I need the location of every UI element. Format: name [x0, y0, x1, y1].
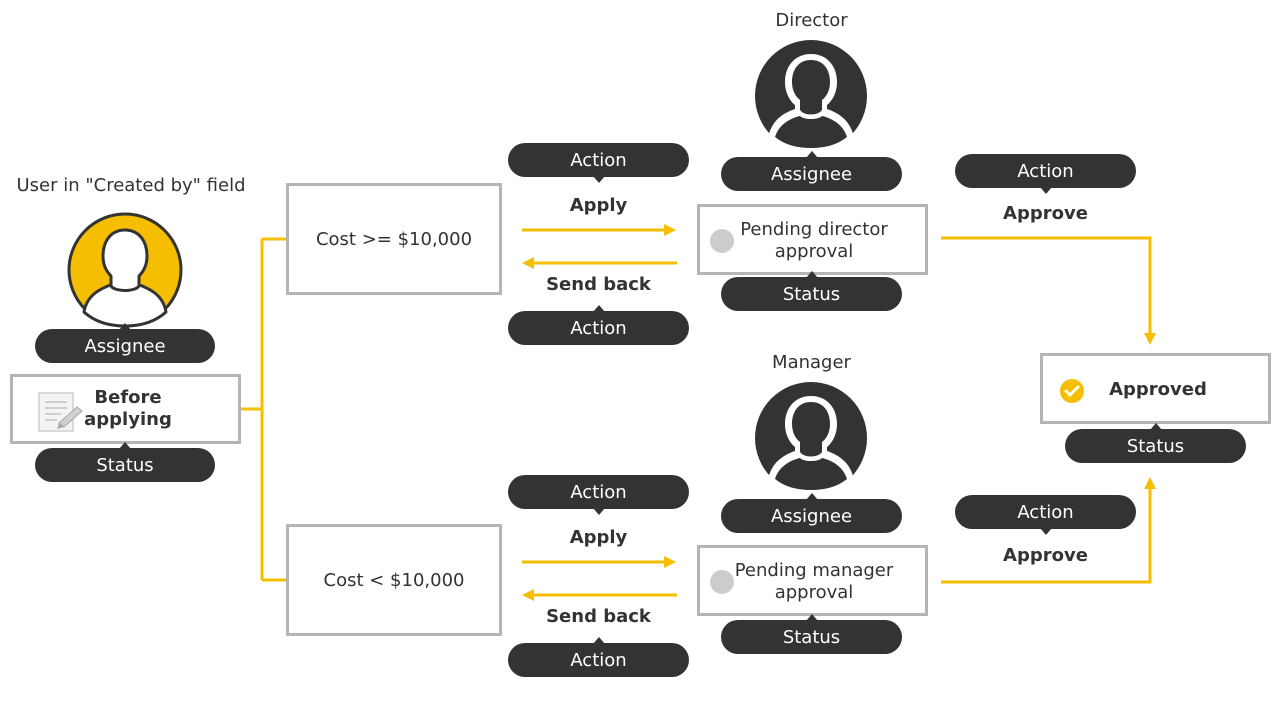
director-assignee-badge: Assignee: [721, 151, 902, 191]
director-role-caption: Director: [775, 10, 848, 31]
pending-status-dot: [710, 570, 734, 594]
director-apply-label: Apply: [569, 195, 628, 216]
director-send-back-label: Send back: [546, 274, 651, 295]
creator-assignee-badge: Assignee: [35, 323, 215, 363]
approve-connector-manager: [941, 488, 1152, 584]
branch-connector: [240, 237, 287, 582]
approve-connector-director: [941, 236, 1152, 334]
director-approve-action-badge: Action: [955, 154, 1136, 194]
manager-status-badge: Status: [721, 614, 902, 654]
check-circle-icon: [1060, 379, 1084, 403]
director-apply-action-badge: Action: [508, 143, 689, 183]
manager-apply-action-badge: Action: [508, 475, 689, 515]
manager-apply-label: Apply: [569, 527, 628, 548]
apply-arrowhead-director: [664, 224, 676, 236]
manager-send-back-label: Send back: [546, 606, 651, 627]
manager-approve-action-badge: Action: [955, 495, 1136, 535]
send-back-arrowhead-manager: [522, 589, 534, 601]
manager-role-caption: Manager: [772, 352, 851, 373]
condition-low-box: Cost < $10,000: [286, 524, 502, 636]
document-edit-icon: [38, 392, 83, 432]
manager-approve-label: Approve: [1003, 545, 1088, 566]
director-state-label: Pending director approval: [740, 219, 888, 262]
pending-status-dot: [710, 229, 734, 253]
creator-state-box: Before applying: [10, 374, 241, 444]
approve-arrowhead-manager: [1144, 477, 1156, 489]
creator-caption: User in "Created by" field: [16, 175, 246, 196]
director-send-back-action-badge: Action: [508, 305, 689, 345]
approved-status-badge: Status: [1065, 423, 1246, 463]
director-status-badge: Status: [721, 271, 902, 311]
approve-arrowhead-director: [1144, 333, 1156, 345]
apply-arrowhead-manager: [664, 556, 676, 568]
approved-state-box: Approved: [1040, 353, 1271, 424]
manager-state-label: Pending manager approval: [734, 560, 894, 603]
send-back-arrowhead-director: [522, 257, 534, 269]
creator-status-badge: Status: [35, 442, 215, 482]
manager-state-box: Pending manager approval: [697, 545, 928, 616]
director-user-icon: [755, 40, 867, 153]
manager-user-icon: [755, 382, 867, 495]
manager-send-back-action-badge: Action: [508, 637, 689, 677]
director-state-box: Pending director approval: [697, 204, 928, 275]
condition-high-box: Cost >= $10,000: [286, 183, 502, 295]
director-approve-label: Approve: [1003, 203, 1088, 224]
creator-user-icon: [67, 212, 183, 328]
manager-assignee-badge: Assignee: [721, 493, 902, 533]
approved-state-label: Approved: [1109, 379, 1207, 400]
creator-state-label: Before applying: [84, 387, 172, 430]
